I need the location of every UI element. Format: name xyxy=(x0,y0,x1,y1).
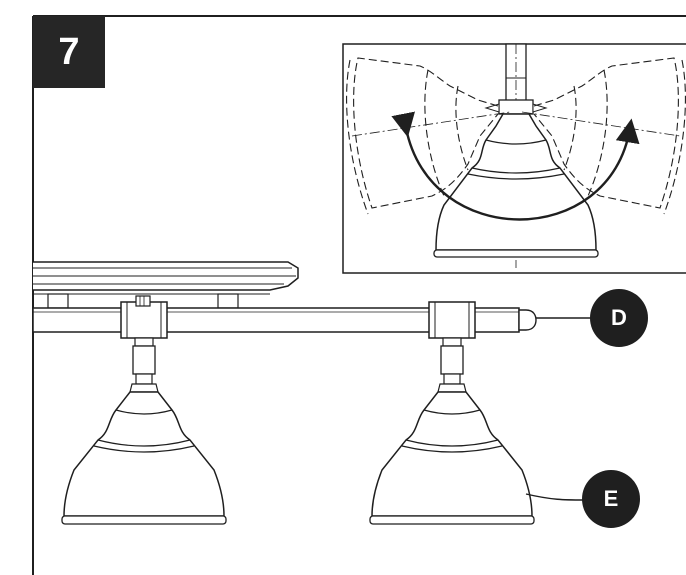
rotation-arrow xyxy=(391,111,640,221)
step-number-badge: 7 xyxy=(33,16,105,88)
pendant-shade-part-e xyxy=(369,337,535,525)
callout-e: E xyxy=(582,470,640,528)
callout-d: D xyxy=(590,289,648,347)
leader-line-e xyxy=(525,493,585,501)
pendant-shade-left xyxy=(61,337,227,525)
fixture-bar-part-d xyxy=(32,295,537,339)
rotation-detail-inset xyxy=(342,43,686,274)
ceiling-mount-plate xyxy=(33,261,299,309)
